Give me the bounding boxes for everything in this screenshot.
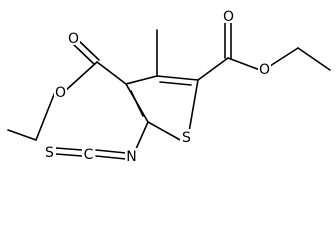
right-ester-bond-c2-c xyxy=(197,57,229,81)
ester-oxygen-left-label: O xyxy=(55,85,66,101)
ring-bond-c2-s xyxy=(188,79,199,133)
right-ester-bond-c-o xyxy=(227,57,261,71)
right-ester-bond-ch2-ch3 xyxy=(297,47,331,71)
bonds xyxy=(7,19,331,160)
isothiocyanate-double-bond-n-c-a xyxy=(95,149,127,154)
isothiocyanate-double-bond-c-s-a xyxy=(55,147,83,151)
isothiocyanate-sulfur-label: S xyxy=(45,145,54,161)
isothiocyanate-double-bond-c-s-b xyxy=(55,153,83,157)
isothiocyanate-carbon-label: C xyxy=(84,147,94,163)
carbonyl-oxygen-right: O xyxy=(222,8,235,25)
carbonyl-oxygen-right-label: O xyxy=(223,9,234,25)
ring-bond-c4-c5 xyxy=(125,75,158,85)
molecule-structure: O O O O S N C S xyxy=(7,8,331,165)
ring-bond-c5-c2-inner xyxy=(159,81,192,86)
left-ester-bond-c-o xyxy=(64,61,98,92)
ring-bond-c3-c4 xyxy=(96,61,127,85)
left-ester-bond-o-ch2 xyxy=(35,91,56,141)
ring-sulfur-label: S xyxy=(182,130,191,146)
isothiocyanate-double-bond-n-c-b xyxy=(95,155,127,160)
ester-oxygen-left: O xyxy=(54,84,67,101)
isothiocyanate-nitrogen: N xyxy=(125,148,138,165)
atom-labels: O O O O S N C S xyxy=(43,8,271,165)
right-ester-bond-o-ch2 xyxy=(269,47,299,67)
ring-bond-c5-c2 xyxy=(156,75,199,81)
isothiocyanate-carbon: C xyxy=(82,146,95,163)
ring-bond-c1-c4-inner xyxy=(130,90,144,117)
isothiocyanate-nitrogen-label: N xyxy=(126,149,136,165)
isothiocyanate-sulfur: S xyxy=(43,144,56,161)
carbonyl-oxygen-left-label: O xyxy=(68,31,79,47)
ester-oxygen-right: O xyxy=(258,61,271,78)
left-carbonyl-double-bond-a xyxy=(71,42,95,65)
ring-bond-s-c1 xyxy=(147,121,183,142)
ring-sulfur: S xyxy=(180,129,193,146)
isothiocyanate-bond-c1-n xyxy=(135,121,149,150)
carbonyl-oxygen-left: O xyxy=(67,30,80,47)
left-ester-bond-ch2-ch3 xyxy=(7,129,37,141)
ester-oxygen-right-label: O xyxy=(259,62,270,78)
left-carbonyl-double-bond-b xyxy=(76,38,100,61)
